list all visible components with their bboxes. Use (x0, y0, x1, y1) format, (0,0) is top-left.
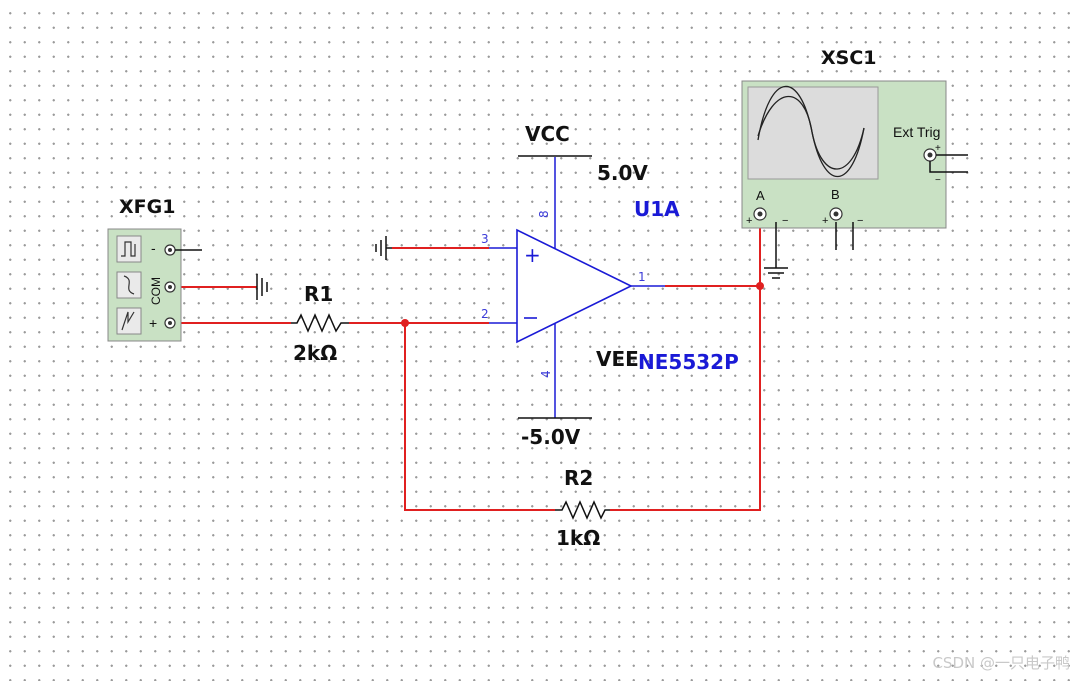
oscilloscope-ref-label: XSC1 (821, 47, 877, 69)
resistor-r1-zigzag (291, 313, 349, 333)
sine-wave-icon (116, 271, 142, 299)
opamp-plus-sign: + (524, 243, 541, 267)
channel-a-minus-sign: − (782, 215, 788, 227)
watermark: CSDN @一只电子鸭 (932, 654, 1070, 672)
resistor-r2-ref: R2 (564, 466, 593, 490)
opamp-pin-vminus: 4 (539, 370, 553, 378)
junction-node-minus (401, 319, 409, 327)
oscilloscope-screen (747, 86, 879, 180)
channel-a-plus-sign: + (746, 215, 752, 227)
vcc-name-label: VCC (525, 122, 570, 146)
oscilloscope-trace-b (757, 95, 865, 170)
ext-trig-label: Ext Trig (893, 124, 940, 140)
resistor-r1-value: 2kΩ (293, 341, 337, 365)
channel-a-label: A (756, 188, 765, 203)
channel-b-minus-sign: − (857, 215, 863, 227)
wires (176, 222, 761, 511)
vee-name-label: VEE (596, 347, 639, 371)
channel-b-plus-sign: + (822, 215, 828, 227)
vcc-value-label: 5.0V (597, 161, 648, 185)
resistor-r2-value: 1kΩ (556, 526, 600, 550)
triangle-wave-icon (116, 307, 142, 335)
resistor-r1-ref: R1 (304, 282, 333, 306)
opamp-pin-vplus: 8 (537, 210, 551, 218)
function-generator-xfg1[interactable]: - COM + (107, 228, 202, 342)
square-wave-icon (116, 235, 142, 263)
opamp-pin-in-minus: 2 (481, 307, 489, 321)
function-generator-plus-sign: + (149, 315, 157, 331)
resistor-r1[interactable]: R1 2kΩ (291, 282, 349, 365)
function-generator-com-label: COM (149, 277, 163, 305)
ground-symbol-opamp (375, 236, 392, 260)
vee-supply[interactable]: VEE -5.0V (518, 347, 639, 449)
wire-feedback-right[interactable] (610, 286, 761, 511)
opamp-pin-output: 1 (638, 270, 646, 284)
ext-trig-minus-lead (929, 161, 968, 173)
ext-trig-minus-sign: − (935, 175, 941, 186)
vee-value-label: -5.0V (521, 425, 581, 449)
junction-node-output (756, 282, 764, 290)
ground-symbol-scope (764, 262, 788, 279)
function-generator-ref-label: XFG1 (119, 196, 175, 218)
oscilloscope-xsc1[interactable]: Ext Trig + − A + − B + − (741, 80, 968, 262)
opamp-triangle (516, 228, 633, 344)
opamp-ref-label: U1A (634, 197, 680, 221)
opamp-pin-in-plus: 3 (481, 232, 489, 246)
resistor-r2[interactable]: R2 1kΩ (555, 466, 610, 550)
opamp-u1a[interactable]: + 3 2 1 8 4 (481, 157, 665, 418)
vcc-supply[interactable]: VCC 5.0V (518, 122, 648, 185)
opamp-part-label: NE5532P (638, 350, 739, 374)
resistor-r2-zigzag (555, 500, 610, 520)
ext-trig-plus-sign: + (935, 143, 941, 154)
channel-b-label: B (831, 187, 840, 202)
function-generator-minus-sign: - (151, 240, 156, 256)
wire-feedback-left[interactable] (404, 323, 555, 511)
ground-symbol-fg (256, 274, 268, 300)
